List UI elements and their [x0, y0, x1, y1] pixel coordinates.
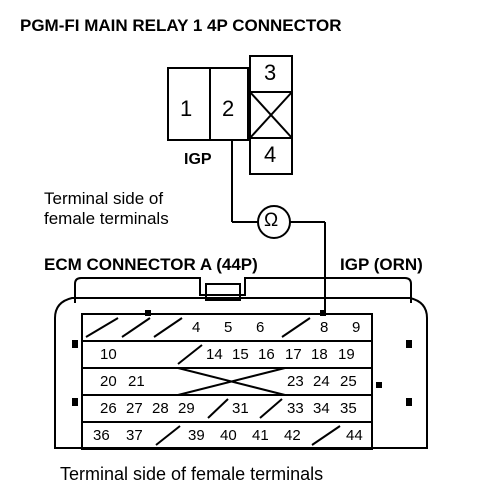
ecm-pin-6: 6: [256, 319, 265, 336]
relay-pin-3: 3: [264, 60, 277, 85]
ecm-pin-25: 25: [340, 373, 357, 390]
ecm-pin-19: 19: [338, 346, 355, 363]
ecm-pin-33: 33: [287, 400, 304, 417]
ohm-symbol: Ω: [264, 210, 279, 231]
ecm-pin-29: 29: [178, 400, 195, 417]
terminal-side-note-line1: Terminal side of: [44, 189, 164, 208]
relay-connector-body: [167, 67, 249, 141]
ecm-pin-35: 35: [340, 400, 357, 417]
relay-pin-2: 2: [222, 96, 235, 121]
ecm-pin-18: 18: [311, 346, 328, 363]
ecm-pin-21: 21: [128, 373, 145, 390]
relay-pin-1: 1: [180, 96, 193, 121]
ecm-pin-31: 31: [232, 400, 249, 417]
ecm-pin-15: 15: [232, 346, 249, 363]
relay-pin-4: 4: [264, 142, 277, 167]
diagram-title: PGM-FI MAIN RELAY 1 4P CONNECTOR: [20, 16, 342, 35]
ecm-pin-37: 37: [126, 427, 143, 444]
ecm-pin-8: 8: [320, 319, 329, 336]
ecm-pin-41: 41: [252, 427, 269, 444]
ecm-pin-28: 28: [152, 400, 169, 417]
ecm-pin-9: 9: [352, 319, 361, 336]
wire-color-label: IGP (ORN): [340, 255, 423, 274]
ecm-pin-14: 14: [206, 346, 223, 363]
terminal-side-note-line2: female terminals: [44, 209, 169, 228]
ecm-pin-23: 23: [287, 373, 304, 390]
ecm-pin-39: 39: [188, 427, 205, 444]
ecm-pin-44: 44: [346, 427, 363, 444]
ecm-pin-4: 4: [192, 319, 201, 336]
ecm-pin-17: 17: [285, 346, 302, 363]
ecm-pin-42: 42: [284, 427, 301, 444]
ecm-pin-34: 34: [313, 400, 330, 417]
ecm-pin-16: 16: [258, 346, 275, 363]
igp-terminal-label: IGP: [184, 151, 212, 168]
terminal-side-note-bottom: Terminal side of female terminals: [60, 464, 324, 484]
ecm-connector-title: ECM CONNECTOR A (44P): [44, 255, 258, 274]
ecm-pin-36: 36: [93, 427, 110, 444]
ecm-connector-shell: [74, 277, 412, 303]
relay-connector-side: [249, 55, 293, 175]
ecm-pin-27: 27: [126, 400, 143, 417]
ecm-pin-40: 40: [220, 427, 237, 444]
ecm-pin-20: 20: [100, 373, 117, 390]
ecm-pin-24: 24: [313, 373, 330, 390]
ecm-pin-26: 26: [100, 400, 117, 417]
ecm-pin-5: 5: [224, 319, 233, 336]
ecm-pin-10: 10: [100, 346, 117, 363]
